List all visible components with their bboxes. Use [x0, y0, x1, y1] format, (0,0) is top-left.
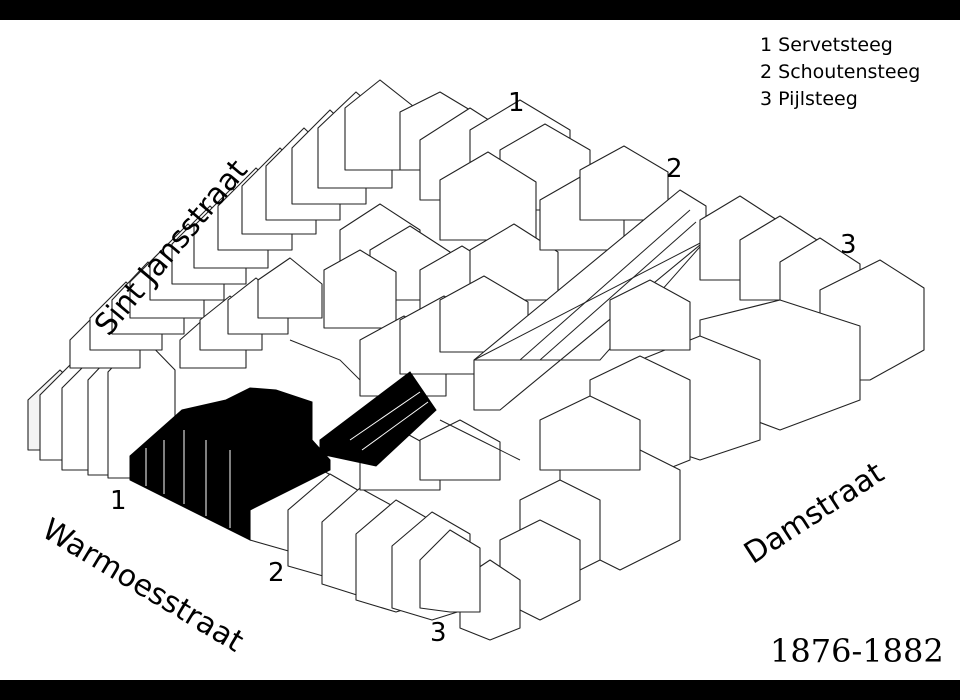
legend-item-pijlsteeg: 3 Pijlsteeg: [760, 88, 858, 110]
map-frame: 1 Servetsteeg 2 Schoutensteeg 3 Pijlstee…: [0, 20, 960, 680]
legend-item-servetsteeg: 1 Servetsteeg: [760, 34, 893, 56]
alley-number-top-1: 1: [508, 88, 525, 118]
courtyard-outline: [289, 339, 521, 461]
map-legend: 1 Servetsteeg 2 Schoutensteeg 3 Pijlstee…: [760, 32, 920, 113]
highlighted-buildings: [129, 371, 437, 541]
damstraat-block-buildings: [459, 195, 925, 641]
alley-number-bottom-3: 3: [430, 618, 447, 648]
isometric-block-drawing: [27, 79, 925, 641]
alley-number-top-3: 3: [840, 230, 857, 260]
alley-number-bottom-1: 1: [110, 486, 127, 516]
upper-middle-block-buildings: [323, 91, 669, 397]
alley-number-top-2: 2: [666, 154, 683, 184]
alley-number-bottom-2: 2: [268, 558, 285, 588]
period-label: 1876-1882: [770, 632, 944, 670]
legend-item-schoutensteeg: 2 Schoutensteeg: [760, 61, 921, 83]
